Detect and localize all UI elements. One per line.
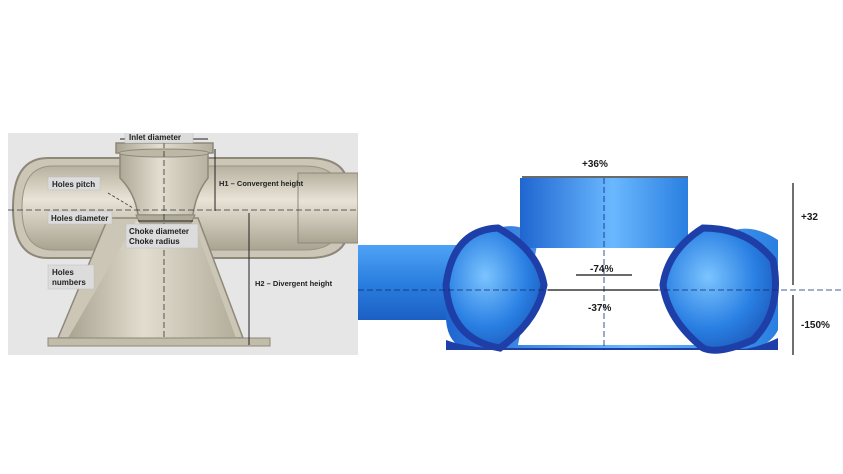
ejector-variation-drawing: +36% -74% -37% +32 -150% xyxy=(358,159,843,355)
ejector-schematic: Inlet diameter Holes pitch Holes diamete… xyxy=(8,129,359,355)
holes-diameter-label: Holes diameter xyxy=(51,214,108,223)
holes-numbers-label-line2: numbers xyxy=(52,278,86,287)
throat-change-label: -37% xyxy=(588,303,611,314)
holes-pitch-box xyxy=(47,176,101,191)
inlet-diameter-label: Inlet diameter xyxy=(129,133,181,142)
lower-height-label: -150% xyxy=(801,320,830,331)
holes-numbers-box xyxy=(47,264,95,290)
top-width-label: +36% xyxy=(582,159,608,170)
h1-label: H1 – Convergent height xyxy=(219,179,304,188)
ejector-schematic-drawing: Inlet diameter Holes pitch Holes diamete… xyxy=(8,129,359,355)
outlet-pipe xyxy=(297,172,359,244)
holes-diameter-box xyxy=(47,210,113,225)
h2-label: H2 – Divergent height xyxy=(255,279,333,288)
choke-change-label: -74% xyxy=(590,264,613,275)
left-sphere xyxy=(442,224,548,352)
right-sphere xyxy=(659,224,779,354)
base-flange xyxy=(47,337,271,347)
holes-numbers-label-line1: Holes xyxy=(52,268,74,277)
choke-diameter-label: Choke diameter xyxy=(129,227,189,236)
choke-box xyxy=(125,223,199,249)
ejector-variation-render: +36% -74% -37% +32 -150% xyxy=(358,150,843,365)
upper-height-label: +32 xyxy=(801,212,818,223)
holes-pitch-label: Holes pitch xyxy=(52,180,95,189)
choke-radius-label: Choke radius xyxy=(129,237,180,246)
